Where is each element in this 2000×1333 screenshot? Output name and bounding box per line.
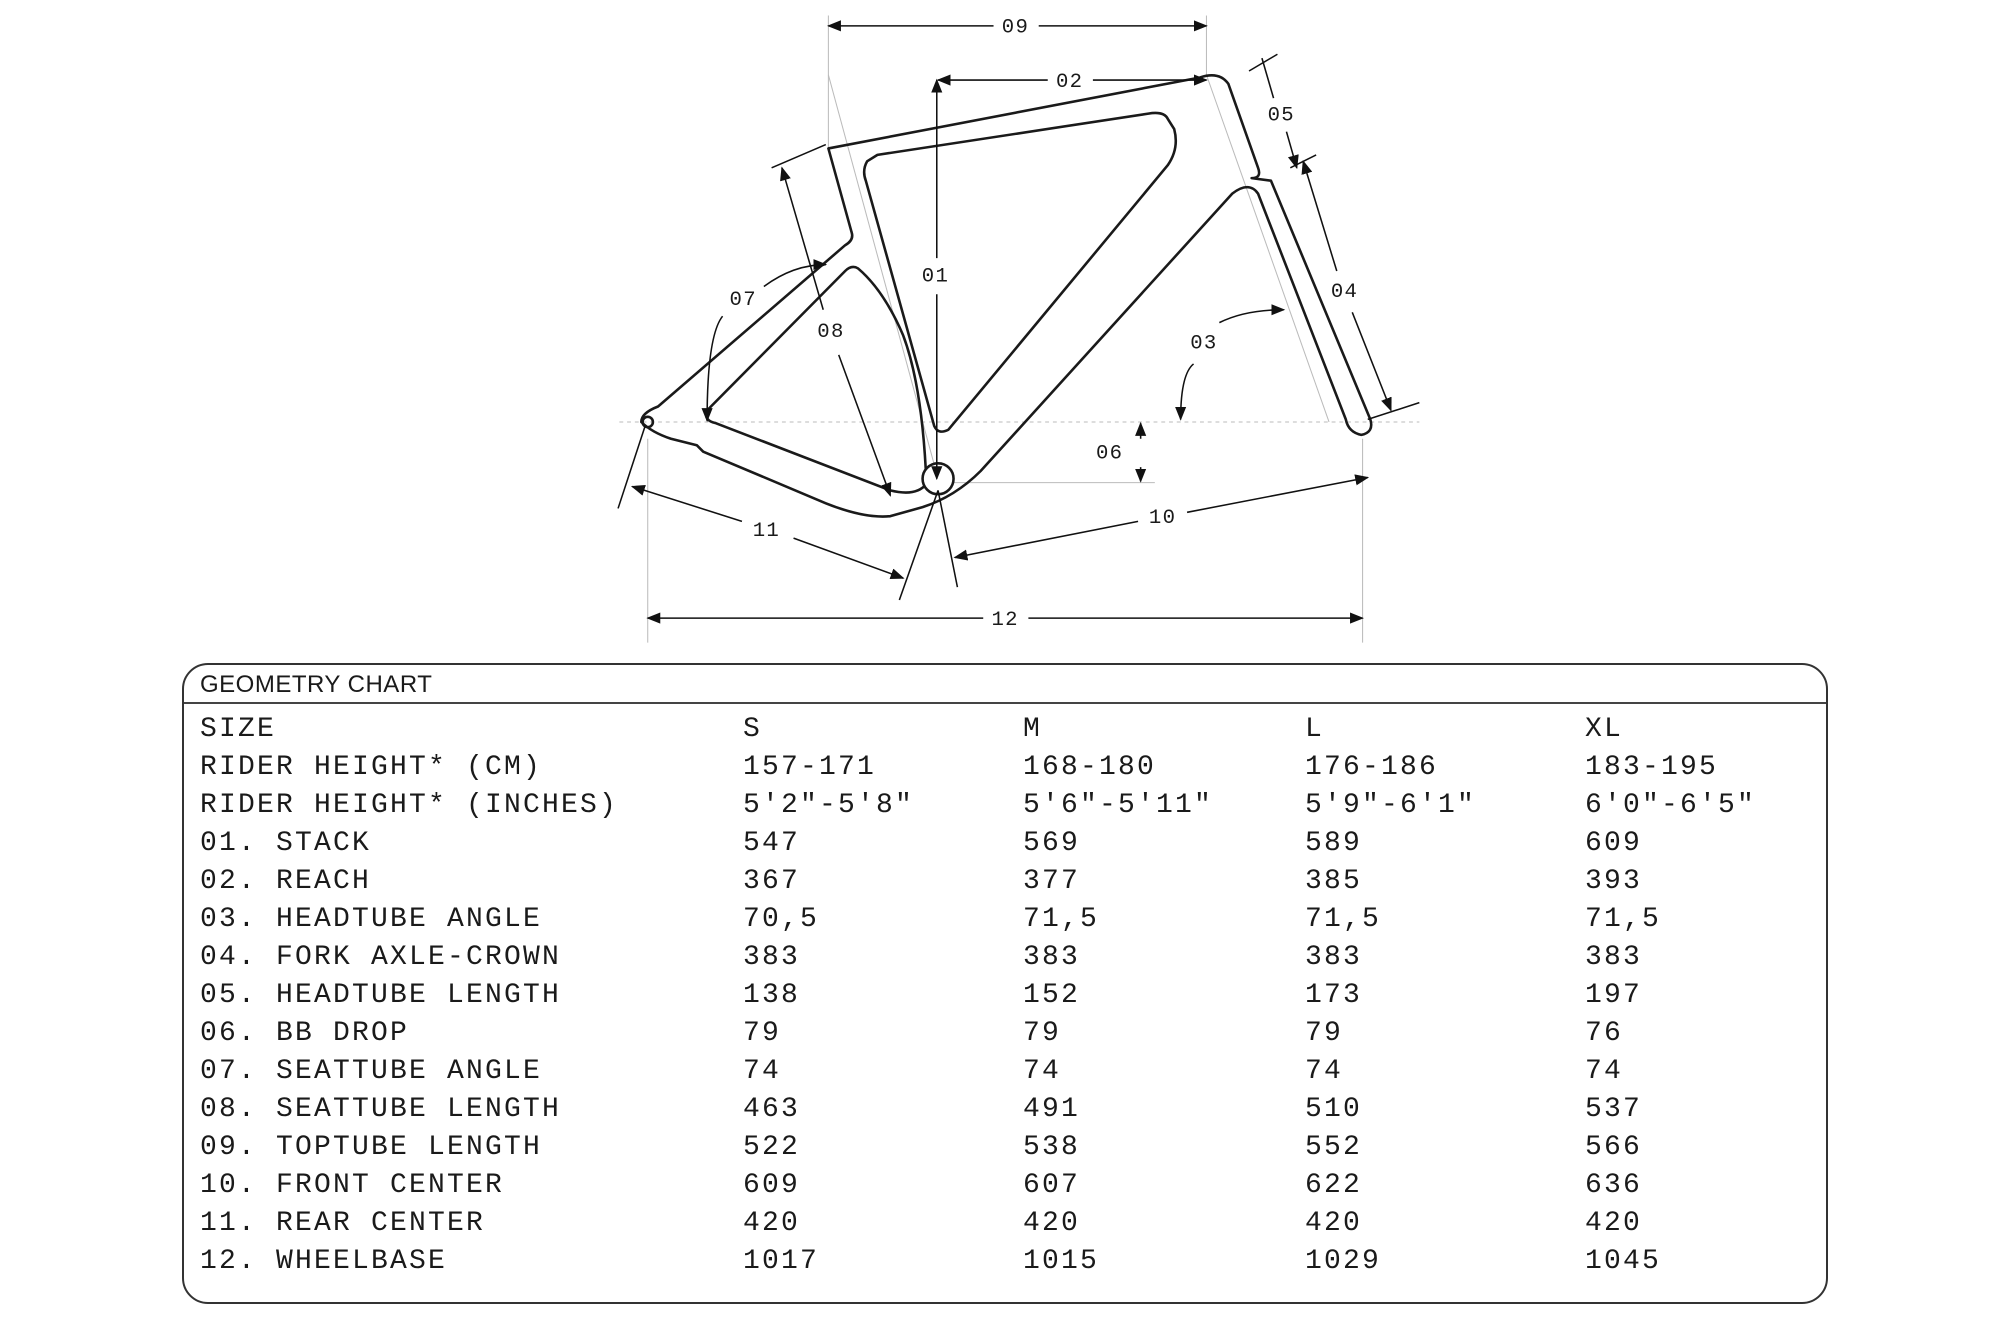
cell-value: 463 bbox=[743, 1094, 801, 1125]
dim-label-02: 02 bbox=[1056, 71, 1083, 94]
row-label: 01. STACK bbox=[200, 828, 372, 859]
cell-value: 383 bbox=[743, 942, 801, 973]
cell-value: 74 bbox=[1023, 1056, 1062, 1087]
cell-value: 510 bbox=[1305, 1094, 1363, 1125]
cell-value: 552 bbox=[1305, 1132, 1363, 1163]
cell-value: 377 bbox=[1023, 866, 1081, 897]
cell-value: 609 bbox=[1585, 828, 1643, 859]
row-label: 04. FORK AXLE-CROWN bbox=[200, 942, 562, 973]
cell-value: 547 bbox=[743, 828, 801, 859]
cell-value: 420 bbox=[1585, 1208, 1643, 1239]
dim-label-04: 04 bbox=[1331, 281, 1358, 304]
cell-value: 5'2"-5'8" bbox=[743, 790, 915, 821]
geometry-chart: GEOMETRY CHART SIZE S M L XL RIDER HEIGHT* (C… bbox=[182, 663, 1828, 1304]
row-label: 07. SEATTUBE ANGLE bbox=[200, 1056, 543, 1087]
cell-value: 168-180 bbox=[1023, 752, 1157, 783]
cell-value: S bbox=[743, 714, 763, 745]
chart-divider bbox=[184, 702, 1826, 704]
cell-value: 491 bbox=[1023, 1094, 1081, 1125]
row-label: SIZE bbox=[200, 714, 277, 745]
cell-value: 173 bbox=[1305, 980, 1363, 1011]
cell-value: 383 bbox=[1023, 942, 1081, 973]
dim-label-05: 05 bbox=[1268, 104, 1295, 127]
dim-label-03: 03 bbox=[1190, 333, 1217, 356]
cell-value: 607 bbox=[1023, 1170, 1081, 1201]
cell-value: 5'6"-5'11" bbox=[1023, 790, 1214, 821]
row-label: 12. WHEELBASE bbox=[200, 1246, 448, 1277]
cell-value: 393 bbox=[1585, 866, 1643, 897]
cell-value: 385 bbox=[1305, 866, 1363, 897]
cell-value: 538 bbox=[1023, 1132, 1081, 1163]
cell-value: 6'0"-6'5" bbox=[1585, 790, 1757, 821]
dim-label-07: 07 bbox=[730, 289, 757, 312]
cell-value: 71,5 bbox=[1305, 904, 1382, 935]
cell-value: 79 bbox=[1305, 1018, 1344, 1049]
dim-label-01: 01 bbox=[922, 266, 949, 289]
cell-value: 1015 bbox=[1023, 1246, 1100, 1277]
cell-value: 383 bbox=[1585, 942, 1643, 973]
dim-label-12: 12 bbox=[991, 609, 1018, 632]
cell-value: 152 bbox=[1023, 980, 1081, 1011]
dim-label-09: 09 bbox=[1002, 17, 1029, 40]
cell-value: 79 bbox=[1023, 1018, 1062, 1049]
cell-value: 367 bbox=[743, 866, 801, 897]
cell-value: L bbox=[1305, 714, 1325, 745]
reference-lines bbox=[619, 15, 1420, 643]
cell-value: 1045 bbox=[1585, 1246, 1662, 1277]
cell-value: 76 bbox=[1585, 1018, 1624, 1049]
cell-value: 138 bbox=[743, 980, 801, 1011]
cell-value: 589 bbox=[1305, 828, 1363, 859]
row-label: 06. BB DROP bbox=[200, 1018, 410, 1049]
cell-value: 522 bbox=[743, 1132, 801, 1163]
cell-value: 537 bbox=[1585, 1094, 1643, 1125]
row-label: 08. SEATTUBE LENGTH bbox=[200, 1094, 562, 1125]
cell-value: 622 bbox=[1305, 1170, 1363, 1201]
cell-value: 636 bbox=[1585, 1170, 1643, 1201]
cell-value: 74 bbox=[1585, 1056, 1624, 1087]
cell-value: 74 bbox=[1305, 1056, 1344, 1087]
cell-value: 176-186 bbox=[1305, 752, 1439, 783]
cell-value: 1017 bbox=[743, 1246, 820, 1277]
row-label: RIDER HEIGHT* (CM) bbox=[200, 752, 543, 783]
cell-value: 420 bbox=[743, 1208, 801, 1239]
dimension-lines bbox=[617, 20, 1420, 624]
dim-label-06: 06 bbox=[1096, 442, 1123, 465]
cell-value: 79 bbox=[743, 1018, 782, 1049]
cell-value: 71,5 bbox=[1023, 904, 1100, 935]
cell-value: 71,5 bbox=[1585, 904, 1662, 935]
row-label: 02. REACH bbox=[200, 866, 372, 897]
cell-value: 157-171 bbox=[743, 752, 877, 783]
dim-label-08: 08 bbox=[817, 321, 844, 344]
chart-title: GEOMETRY CHART bbox=[200, 671, 433, 698]
dimension-labels: 01 02 03 04 05 06 07 08 09 10 11 12 bbox=[730, 17, 1358, 632]
cell-value: 569 bbox=[1023, 828, 1081, 859]
cell-value: 183-195 bbox=[1585, 752, 1719, 783]
cell-value: 383 bbox=[1305, 942, 1363, 973]
dim-label-11: 11 bbox=[753, 520, 780, 543]
cell-value: 1029 bbox=[1305, 1246, 1382, 1277]
row-label: 10. FRONT CENTER bbox=[200, 1170, 505, 1201]
row-label: RIDER HEIGHT* (INCHES) bbox=[200, 790, 619, 821]
cell-value: 70,5 bbox=[743, 904, 820, 935]
cell-value: 197 bbox=[1585, 980, 1643, 1011]
row-label: 03. HEADTUBE ANGLE bbox=[200, 904, 543, 935]
dim-label-10: 10 bbox=[1149, 507, 1176, 530]
cell-value: 420 bbox=[1305, 1208, 1363, 1239]
cell-value: 566 bbox=[1585, 1132, 1643, 1163]
row-label: 05. HEADTUBE LENGTH bbox=[200, 980, 562, 1011]
cell-value: 5'9"-6'1" bbox=[1305, 790, 1477, 821]
cell-value: M bbox=[1023, 714, 1043, 745]
cell-value: XL bbox=[1585, 714, 1624, 745]
cell-value: 420 bbox=[1023, 1208, 1081, 1239]
row-label: 09. TOPTUBE LENGTH bbox=[200, 1132, 543, 1163]
cell-value: 609 bbox=[743, 1170, 801, 1201]
row-label: 11. REAR CENTER bbox=[200, 1208, 486, 1239]
cell-value: 74 bbox=[743, 1056, 782, 1087]
